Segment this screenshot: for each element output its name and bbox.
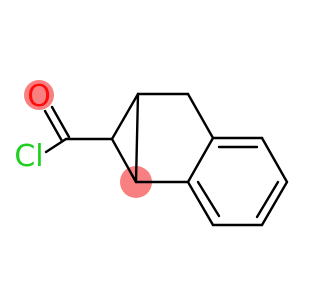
carbon-chlorine-bond [44, 137, 68, 154]
molecule-diagram: O Cl [14, 79, 289, 227]
cyclopropane-bond-3 [134, 92, 140, 184]
ring-bond-ch2-b [186, 92, 215, 140]
oxygen-atom-label: O [27, 79, 51, 114]
benzene-bond-2 [260, 136, 289, 184]
benzene-inner-double-bond-2 [255, 180, 280, 219]
benzene-bond-3 [260, 180, 289, 227]
benzene-bond-5 [186, 180, 215, 227]
benzene-inner-double-bond-3 [196, 180, 221, 218]
structure-canvas: O Cl [14, 79, 289, 227]
carbonyl-double-bond-a [43, 109, 64, 143]
oxygen-highlight [24, 80, 54, 110]
chlorine-atom-label: Cl [14, 139, 43, 174]
benzene-bond-6 [186, 136, 215, 184]
cyclopropane-bond-1 [110, 92, 140, 141]
carbonyl-double-bond-b [50, 105, 71, 139]
cyclopropane-bond-2 [110, 137, 138, 184]
